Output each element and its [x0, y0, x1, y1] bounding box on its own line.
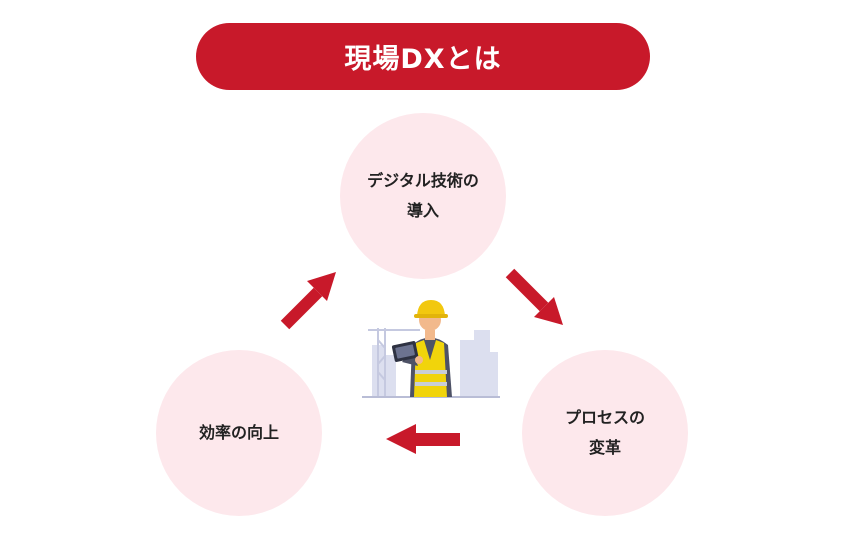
node-label-line1: 効率の向上: [198, 423, 279, 442]
cycle-node-digital-tech: デジタル技術の 導入: [340, 113, 506, 279]
node-label-line2: 導入: [406, 201, 439, 220]
page-title: 現場DXとは: [196, 23, 650, 90]
arrow-up-right-icon: [280, 272, 336, 330]
node-label-line2: 変革: [588, 438, 621, 457]
cycle-node-process-change: プロセスの 変革: [522, 350, 688, 516]
node-label-line1: プロセスの: [564, 408, 645, 427]
node-label-line1: デジタル技術の: [367, 171, 479, 190]
cycle-node-efficiency: 効率の向上: [156, 350, 322, 516]
construction-worker-icon: [362, 300, 500, 398]
arrow-down-right-icon: [505, 268, 563, 325]
arrow-left-icon: [386, 424, 460, 454]
